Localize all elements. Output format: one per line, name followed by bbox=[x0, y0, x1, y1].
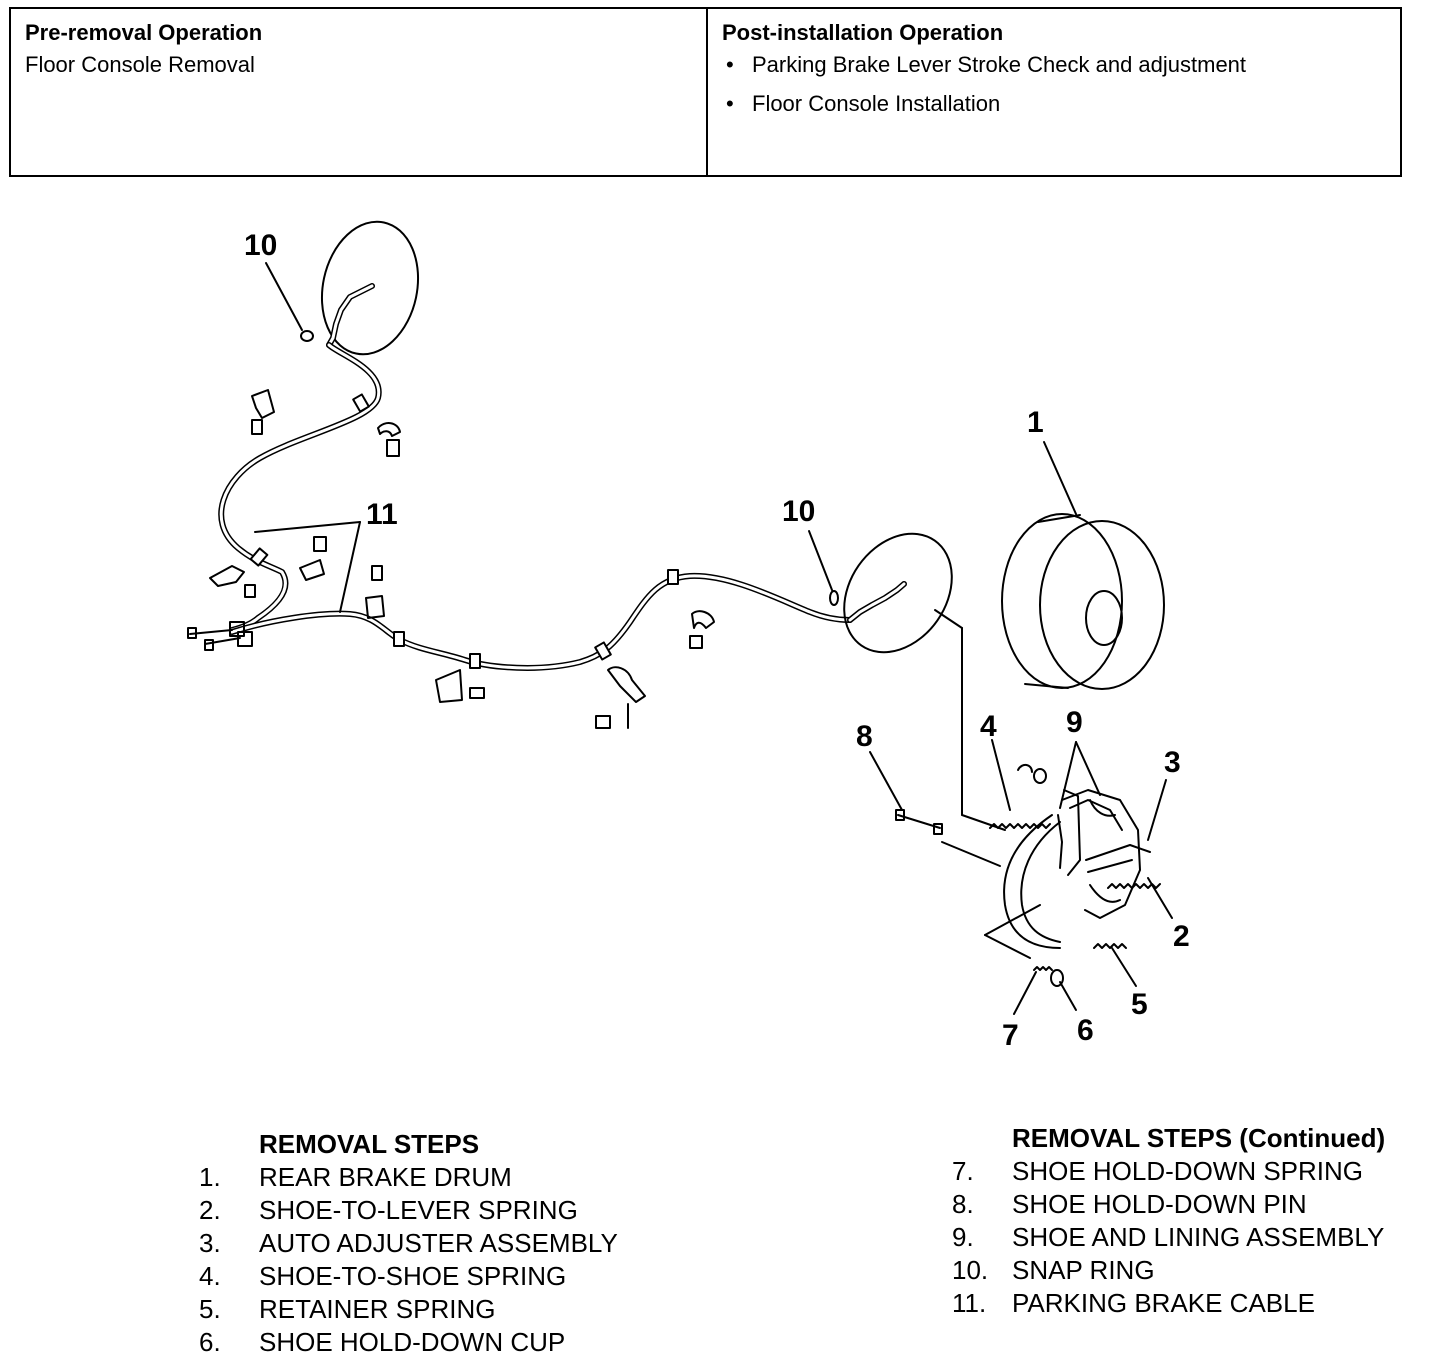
callout-7: 7 bbox=[1002, 1019, 1019, 1052]
removal-steps-list: REMOVAL STEPS 1.REAR BRAKE DRUM 2.SHOE-T… bbox=[199, 1128, 618, 1359]
list-item: 2.SHOE-TO-LEVER SPRING bbox=[199, 1195, 578, 1225]
list-item: 10.SNAP RING bbox=[952, 1255, 1155, 1285]
list-item: 6.SHOE HOLD-DOWN CUP bbox=[199, 1327, 566, 1357]
cable-brackets bbox=[209, 389, 715, 729]
callout-3: 3 bbox=[1164, 746, 1181, 779]
callout-10-upper: 10 bbox=[244, 229, 278, 262]
post-installation-heading: Post-installation Operation bbox=[722, 20, 1004, 45]
post-installation-item: Parking Brake Lever Stroke Check and adj… bbox=[722, 49, 1386, 81]
list-item: 4.SHOE-TO-SHOE SPRING bbox=[199, 1261, 567, 1291]
lower-cable bbox=[187, 532, 1006, 831]
snap-ring bbox=[265, 262, 314, 342]
brake-drum bbox=[1001, 441, 1165, 690]
removal-steps-heading: REMOVAL STEPS bbox=[259, 1129, 480, 1159]
snap-ring bbox=[808, 530, 839, 606]
post-installation-cell: Post-installation Operation Parking Brak… bbox=[708, 9, 1400, 175]
removal-steps-continued-heading: REMOVAL STEPS (Continued) bbox=[1012, 1123, 1386, 1153]
callout-11: 11 bbox=[366, 498, 398, 531]
list-item: 1.REAR BRAKE DRUM bbox=[199, 1162, 512, 1192]
callout-2: 2 bbox=[1173, 920, 1190, 953]
callout-10-lower: 10 bbox=[782, 495, 816, 528]
post-installation-item: Floor Console Installation bbox=[722, 88, 1386, 120]
list-item: 7.SHOE HOLD-DOWN SPRING bbox=[952, 1156, 1364, 1186]
callout-5: 5 bbox=[1131, 988, 1148, 1021]
pre-removal-item: Floor Console Removal bbox=[25, 52, 255, 77]
list-item: 11.PARKING BRAKE CABLE bbox=[952, 1288, 1315, 1318]
pre-removal-cell: Pre-removal Operation Floor Console Remo… bbox=[11, 9, 708, 175]
callout-6: 6 bbox=[1077, 1014, 1094, 1047]
part-leader-lines bbox=[869, 739, 1173, 1015]
cable-leader-lines bbox=[254, 521, 361, 613]
removal-steps-continued-list: REMOVAL STEPS (Continued) 7.SHOE HOLD-DO… bbox=[952, 1122, 1385, 1320]
callout-1: 1 bbox=[1027, 406, 1044, 439]
detail-ellipse-upper bbox=[320, 220, 420, 356]
brake-shoe-assembly bbox=[895, 764, 1161, 987]
post-installation-list: Parking Brake Lever Stroke Check and adj… bbox=[722, 49, 1386, 120]
callout-9: 9 bbox=[1066, 706, 1083, 739]
list-item: 5.RETAINER SPRING bbox=[199, 1294, 496, 1324]
upper-cable bbox=[218, 220, 420, 633]
pre-removal-heading: Pre-removal Operation bbox=[25, 20, 263, 45]
list-item: 3.AUTO ADJUSTER ASSEMBLY bbox=[199, 1228, 618, 1258]
callout-4: 4 bbox=[980, 710, 997, 743]
operations-table: Pre-removal Operation Floor Console Remo… bbox=[9, 7, 1402, 177]
list-item: 8.SHOE HOLD-DOWN PIN bbox=[952, 1189, 1307, 1219]
list-item: 9.SHOE AND LINING ASSEMBLY bbox=[952, 1222, 1385, 1252]
callout-8: 8 bbox=[856, 720, 873, 753]
detail-ellipse-lower bbox=[843, 532, 953, 654]
